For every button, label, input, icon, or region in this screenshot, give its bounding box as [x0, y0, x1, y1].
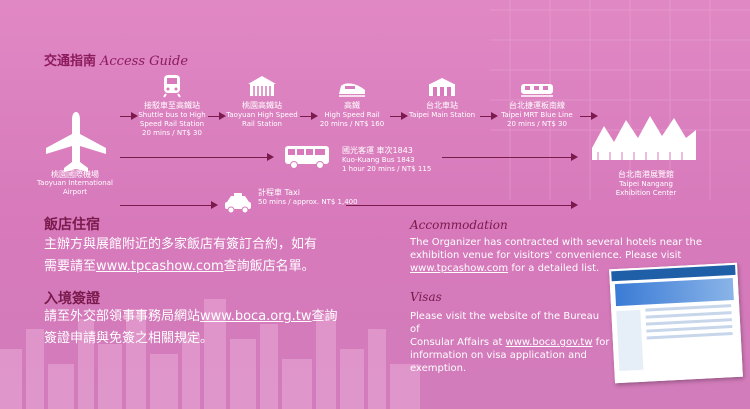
shuttle-en2: Speed Rail Station	[139, 120, 205, 128]
visas-en-line4: exemption.	[410, 363, 467, 374]
shuttle-zh: 接駁車至高鐵站	[144, 101, 200, 110]
visas-en-line2-post: for	[592, 337, 610, 348]
accommodation-en-link[interactable]: www.tpcashow.com	[410, 263, 509, 274]
visas-zh-link[interactable]: www.boca.org.tw	[200, 309, 312, 324]
website-screenshot-image	[609, 262, 743, 384]
taxi-label: 計程車 Taxi 50 mins / approx. NT$ 1,400	[258, 188, 398, 207]
arrow-shuttle-to-hsr-station	[208, 112, 226, 120]
grid-decoration	[490, 0, 750, 200]
visas-en-line2-pre: Consular Affairs at	[410, 337, 506, 348]
accommodation-zh-link[interactable]: www.tpcashow.com	[96, 259, 224, 274]
screenshot-sidebar	[616, 309, 644, 372]
bus-en1: Kuo-Kuang Bus 1843	[342, 156, 415, 164]
mrt-zh: 台北捷運板南線	[509, 101, 565, 110]
mrt-fare: 20 mins / NT$ 30	[507, 120, 567, 128]
visas-en-line1: Please visit the website of the Bureau o…	[410, 311, 600, 335]
accommodation-en-line3-post: for a detailed list.	[508, 263, 600, 274]
visas-zh-line2: 簽證申請與免簽之相關規定。	[44, 331, 214, 346]
hsr-zh: 高鐵	[344, 101, 360, 110]
accommodation-title-zh: 飯店住宿	[44, 217, 100, 233]
accommodation-zh-line2-pre: 需要請至	[44, 259, 97, 274]
visas-en-link[interactable]: www.boca.gov.tw	[505, 337, 593, 348]
main-station-icon	[429, 78, 455, 96]
arrow-mrt-to-venue	[580, 112, 598, 120]
arrow-airport-to-taxi	[120, 201, 218, 209]
screenshot-text-line	[645, 311, 732, 319]
arrow-bus-to-venue	[442, 153, 578, 161]
airport-en2: Airport	[63, 188, 87, 196]
screenshot-text-line	[646, 325, 733, 333]
accommodation-zh-line1: 主辦方與展館附近的多家飯店有簽訂合約，如有	[44, 237, 318, 252]
screenshot-text-line	[645, 304, 732, 312]
arrow-hsr-station-to-hsr	[300, 112, 318, 120]
main-station-zh: 台北車站	[426, 101, 458, 110]
mrt-train-icon	[521, 84, 553, 97]
airplane-icon	[46, 112, 106, 172]
hsr-station-en1: Taoyuan High Speed	[226, 111, 298, 119]
accommodation-en-line2: exhibition venue for visitors' convenien…	[410, 250, 682, 261]
hsr-node: 高鐵 High Speed Rail 20 mins / NT$ 160	[314, 80, 390, 129]
venue-en2: Exhibition Center	[615, 189, 677, 197]
hsr-station-zh: 桃園高鐵站	[242, 101, 282, 110]
visas-text-zh: 請至外交部領事事務局網站www.boca.org.tw查詢 簽證申請與免簽之相關…	[44, 306, 394, 350]
arrow-main-station-to-mrt	[480, 112, 498, 120]
mrt-en1: Taipei MRT Blue Line	[501, 111, 573, 119]
hsr-station-node: 桃園高鐵站 Taoyuan High Speed Rail Station	[222, 74, 302, 129]
hsr-en1: High Speed Rail	[324, 111, 380, 119]
shuttle-node: 接駁車至高鐵站 Shuttle bus to High Speed Rail S…	[136, 74, 208, 138]
title-en: Access Guide	[100, 54, 189, 69]
taxi-fare: 50 mins / approx. NT$ 1,400	[258, 198, 358, 206]
accommodation-text-en: The Organizer has contracted with severa…	[410, 236, 730, 275]
visas-en-line3: information on visa application and	[410, 350, 587, 361]
main-station-en1: Taipei Main Station	[408, 111, 476, 119]
visas-title-zh: 入境簽證	[44, 291, 100, 307]
visas-zh-line1-pre: 請至外交部領事事務局網站	[44, 309, 201, 324]
venue-label: 台北南港展覽館 Taipei Nangang Exhibition Center	[596, 170, 696, 198]
screenshot-text-line	[646, 332, 733, 340]
bus-zh: 國光客運 車次1843	[342, 146, 413, 155]
high-speed-train-icon	[339, 83, 365, 97]
airport-zh: 桃園國際機場	[51, 170, 99, 179]
taxi-zh: 計程車 Taxi	[258, 188, 300, 197]
taxi-icon	[225, 193, 251, 214]
screenshot-banner	[614, 277, 734, 307]
mrt-node: 台北捷運板南線 Taipei MRT Blue Line 20 mins / N…	[494, 80, 580, 129]
venue-zh: 台北南港展覽館	[618, 170, 674, 179]
city-skyline-decoration	[0, 299, 420, 409]
accommodation-title-en: Accommodation	[410, 218, 508, 232]
hsr-fare: 20 mins / NT$ 160	[319, 120, 385, 128]
arrow-hsr-to-main-station	[390, 112, 408, 120]
airport-en1: Taoyuan International	[37, 179, 113, 187]
accommodation-text-zh: 主辦方與展館附近的多家飯店有簽訂合約，如有 需要請至www.tpcashow.c…	[44, 234, 394, 278]
shuttle-train-icon	[163, 75, 181, 98]
arrow-airport-to-shuttle	[120, 112, 138, 120]
arrow-taxi-to-venue	[346, 201, 578, 209]
visas-zh-line1-post: 查詢	[311, 309, 338, 324]
exhibition-center-icon	[592, 116, 696, 160]
airport-label: 桃園國際機場 Taoyuan International Airport	[30, 170, 120, 197]
accommodation-zh-line2-post: 查詢飯店名單。	[223, 259, 315, 274]
title-zh: 交通指南	[44, 54, 97, 69]
visas-text-en: Please visit the website of the Bureau o…	[410, 310, 610, 375]
accommodation-en-line1: The Organizer has contracted with severa…	[410, 237, 702, 248]
visas-title-en: Visas	[410, 290, 442, 304]
bus-label: 國光客運 車次1843 Kuo-Kuang Bus 1843 1 hour 20…	[342, 146, 452, 174]
shuttle-en1: Shuttle bus to High	[138, 111, 206, 119]
bus-fare: 1 hour 20 mins / NT$ 115	[342, 165, 432, 173]
screenshot-text-line	[645, 318, 732, 326]
venue-en1: Taipei Nangang	[619, 180, 673, 188]
arrow-airport-to-bus	[120, 153, 274, 161]
bus-icon	[285, 146, 329, 169]
station-building-icon	[248, 76, 276, 96]
main-station-node: 台北車站 Taipei Main Station	[404, 76, 480, 120]
shuttle-fare: 20 mins / NT$ 30	[142, 129, 202, 137]
hsr-station-en2: Rail Station	[241, 120, 282, 128]
